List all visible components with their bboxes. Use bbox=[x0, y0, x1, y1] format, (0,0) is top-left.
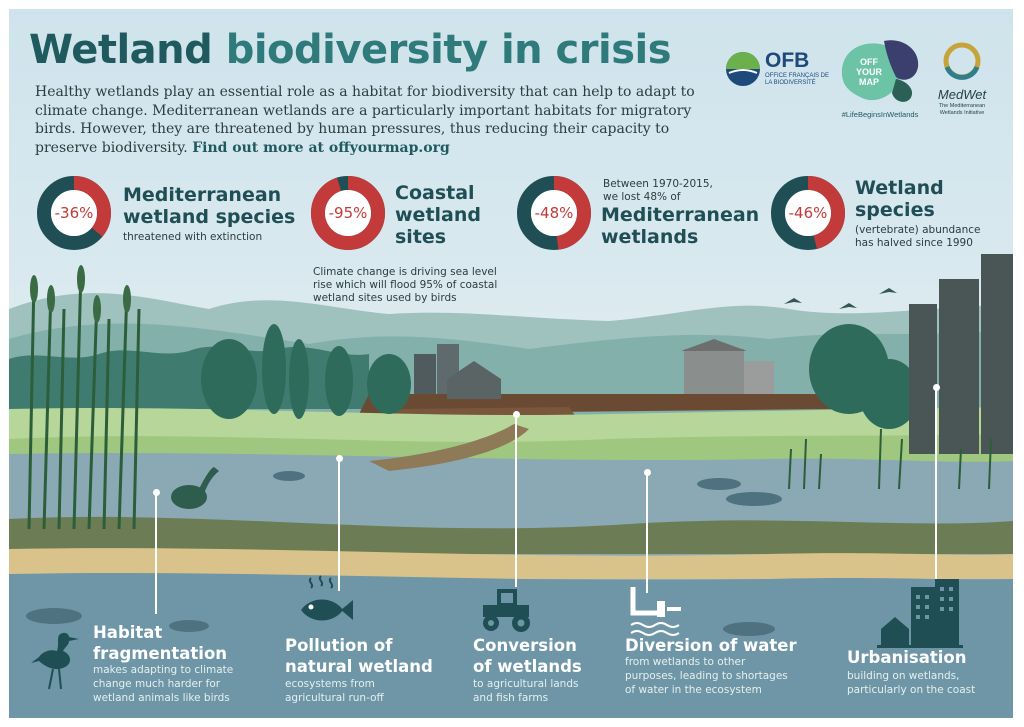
threat-desc: building on wetlands,particularly on the… bbox=[847, 670, 976, 696]
offyourmap-tagline: #LifeBeginsInWetlands bbox=[841, 110, 919, 119]
tractor-icon bbox=[483, 589, 530, 632]
ofb-logo: OFB OFFICE FRANÇAIS DE LA BIODIVERSITÉ bbox=[725, 47, 831, 97]
pin-line bbox=[935, 390, 937, 590]
pin-dot bbox=[933, 384, 940, 391]
donut-chart: -36% bbox=[35, 174, 113, 252]
offyourmap-name: OFF YOUR MAP bbox=[855, 57, 882, 87]
medwet-emblem-icon bbox=[943, 42, 981, 80]
medwet-subtitle: The Mediterranean Wetlands Initiative bbox=[938, 103, 986, 116]
pin-line bbox=[515, 417, 517, 587]
ofb-emblem-icon bbox=[726, 52, 760, 86]
ofb-subtitle: OFFICE FRANÇAIS DE LA BIODIVERSITÉ bbox=[765, 73, 830, 86]
heron-icon bbox=[31, 632, 79, 690]
offyourmap-link[interactable]: Find out more at offyourmap.org bbox=[192, 139, 450, 156]
pin-dot bbox=[513, 411, 520, 418]
pin-dot bbox=[644, 469, 651, 476]
threat-title: Diversion of water bbox=[625, 636, 797, 655]
offyourmap-logo: OFF YOUR MAP #LifeBeginsInWetlands bbox=[834, 35, 926, 127]
infographic-poster: Wetland biodiversity in crisis Healthy w… bbox=[9, 9, 1013, 718]
medwet-logo: MedWet The Mediterranean Wetlands Initia… bbox=[927, 35, 997, 127]
page-title: Wetland biodiversity in crisis bbox=[29, 27, 672, 73]
stat-value: -48% bbox=[534, 204, 574, 222]
stat-value: -95% bbox=[328, 204, 368, 222]
pin-line bbox=[338, 461, 340, 591]
stat-value: -36% bbox=[54, 204, 94, 222]
stat-value: -46% bbox=[788, 204, 828, 222]
wetland-landscape-illustration bbox=[9, 254, 1013, 718]
intro-paragraph: Healthy wetlands play an essential role … bbox=[35, 83, 715, 157]
water-pipe-icon bbox=[630, 587, 681, 636]
ofb-name: OFB bbox=[765, 49, 810, 72]
threat-title: Urbanisation bbox=[847, 648, 967, 667]
pin-line bbox=[155, 494, 157, 614]
offyourmap-emblem-icon bbox=[841, 40, 919, 102]
stat-intro: Between 1970-2015,we lost 48% of bbox=[603, 178, 713, 203]
city-icon bbox=[877, 579, 963, 648]
intro-text: Healthy wetlands play an essential role … bbox=[35, 84, 695, 156]
stat-mediterranean-wetlands: -48% Between 1970-2015,we lost 48% of Me… bbox=[515, 174, 775, 264]
polluted-fish-icon bbox=[301, 575, 353, 621]
stat-caption: threatened with extinction bbox=[123, 231, 263, 243]
donut-chart: -46% bbox=[769, 174, 847, 252]
pin-line bbox=[646, 475, 648, 593]
donut-chart: -95% bbox=[309, 174, 387, 252]
pin-dot bbox=[336, 455, 343, 462]
pin-dot bbox=[153, 489, 160, 496]
medwet-name: MedWet bbox=[937, 87, 987, 102]
donut-chart: -48% bbox=[515, 174, 593, 252]
